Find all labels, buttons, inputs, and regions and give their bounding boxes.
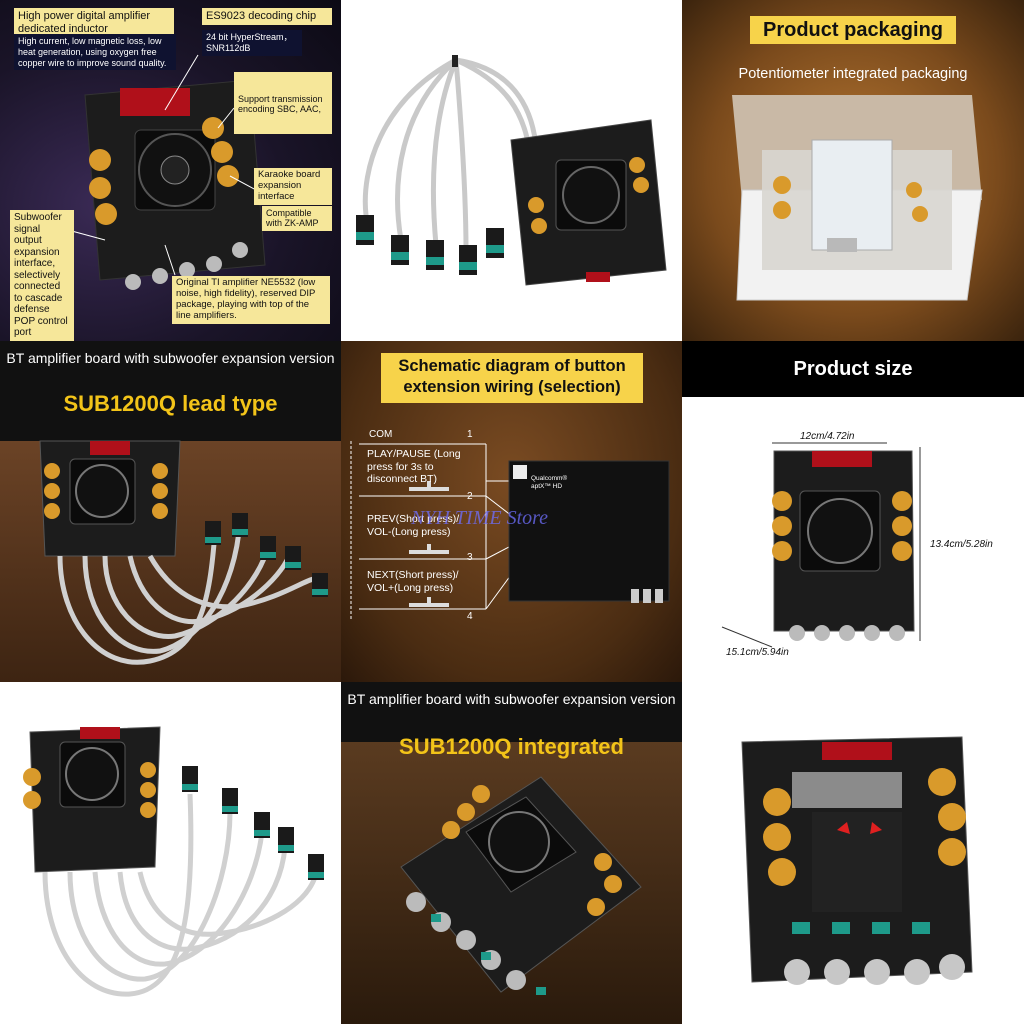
lead-type-illustration bbox=[39, 440, 328, 665]
tile-board-with-cables bbox=[341, 0, 682, 341]
pin-1-number: 1 bbox=[467, 429, 473, 440]
tile-annotated-board: High power digital amplifier dedicated i… bbox=[0, 0, 341, 341]
top-view-illustration bbox=[741, 736, 973, 985]
ti-amplifier-callout: Original TI amplifier NE5532 (low noise,… bbox=[172, 276, 330, 324]
chip-callout-title: ES9023 decoding chip bbox=[202, 8, 332, 25]
height-dimension: 13.4cm/5.28in bbox=[930, 539, 993, 550]
size-illustration bbox=[721, 442, 921, 648]
inductor-callout-desc: High current, low magnetic loss, low hea… bbox=[14, 34, 176, 71]
tile-wiring-schematic: Schematic diagram of button extension wi… bbox=[341, 341, 682, 682]
lead-type-model: SUB1200Q lead type bbox=[63, 391, 278, 416]
inductor-callout-title: High power digital amplifier dedicated i… bbox=[14, 8, 174, 38]
knobs-illustration bbox=[23, 726, 324, 997]
schematic-wiring bbox=[350, 441, 670, 621]
lead-type-heading: BT amplifier board with subwoofer expans… bbox=[6, 350, 335, 366]
pin-4-number: 4 bbox=[467, 611, 473, 622]
box-illustration bbox=[732, 95, 983, 301]
cable-illustration bbox=[356, 55, 667, 286]
tile-lead-type: BT amplifier board with subwoofer expans… bbox=[0, 341, 341, 682]
product-size-title: Product size bbox=[682, 341, 1024, 397]
tile-packaging: Product packaging Potentiometer integrat… bbox=[682, 0, 1024, 341]
subwoofer-callout: Subwoofer signal output expansion interf… bbox=[10, 210, 74, 341]
chip-callout-desc: 24 bit HyperStream， SNR112dB bbox=[202, 30, 302, 56]
pin-com-label: COM bbox=[369, 429, 393, 440]
transmission-callout: Support transmission encoding SBC, AAC, bbox=[234, 72, 332, 134]
tile-board-top-view bbox=[682, 682, 1024, 1024]
karaoke-compat-callout: Compatible with ZK-AMP bbox=[262, 206, 332, 231]
play-pause-label: PLAY/PAUSE (Long press for 3s to disconn… bbox=[367, 448, 461, 486]
schematic-title: Schematic diagram of button extension wi… bbox=[381, 353, 643, 403]
packaging-title: Product packaging bbox=[750, 16, 956, 44]
integrated-illustration bbox=[400, 776, 642, 995]
packaging-subtitle: Potentiometer integrated packaging bbox=[738, 66, 968, 82]
karaoke-callout: Karaoke board expansion interface bbox=[254, 168, 332, 205]
chip-model-label: aptX™ HD bbox=[531, 483, 563, 490]
integrated-model: SUB1200Q integrated bbox=[399, 734, 624, 759]
depth-dimension: 15.1cm/5.94in bbox=[726, 647, 789, 658]
pin-3-number: 3 bbox=[467, 552, 473, 563]
tile-integrated: BT amplifier board with subwoofer expans… bbox=[341, 682, 682, 1024]
chip-brand-label: Qualcomm® bbox=[531, 475, 568, 482]
tile-product-size: Product size 12cm/4.72in 13.4cm/5.28in 1… bbox=[682, 341, 1024, 682]
width-dimension: 12cm/4.72in bbox=[800, 431, 855, 442]
next-vol-label: NEXT(Short press)/ VOL+(Long press) bbox=[367, 569, 459, 594]
integrated-heading: BT amplifier board with subwoofer expans… bbox=[347, 691, 676, 707]
board-illustration bbox=[67, 54, 266, 290]
pin-2-number: 2 bbox=[467, 491, 473, 502]
prev-vol-label: PREV(Short press)/ VOL-(Long press) bbox=[367, 513, 460, 538]
store-watermark: NYH TIME Store bbox=[411, 507, 549, 529]
tile-board-with-knobs bbox=[0, 682, 341, 1024]
